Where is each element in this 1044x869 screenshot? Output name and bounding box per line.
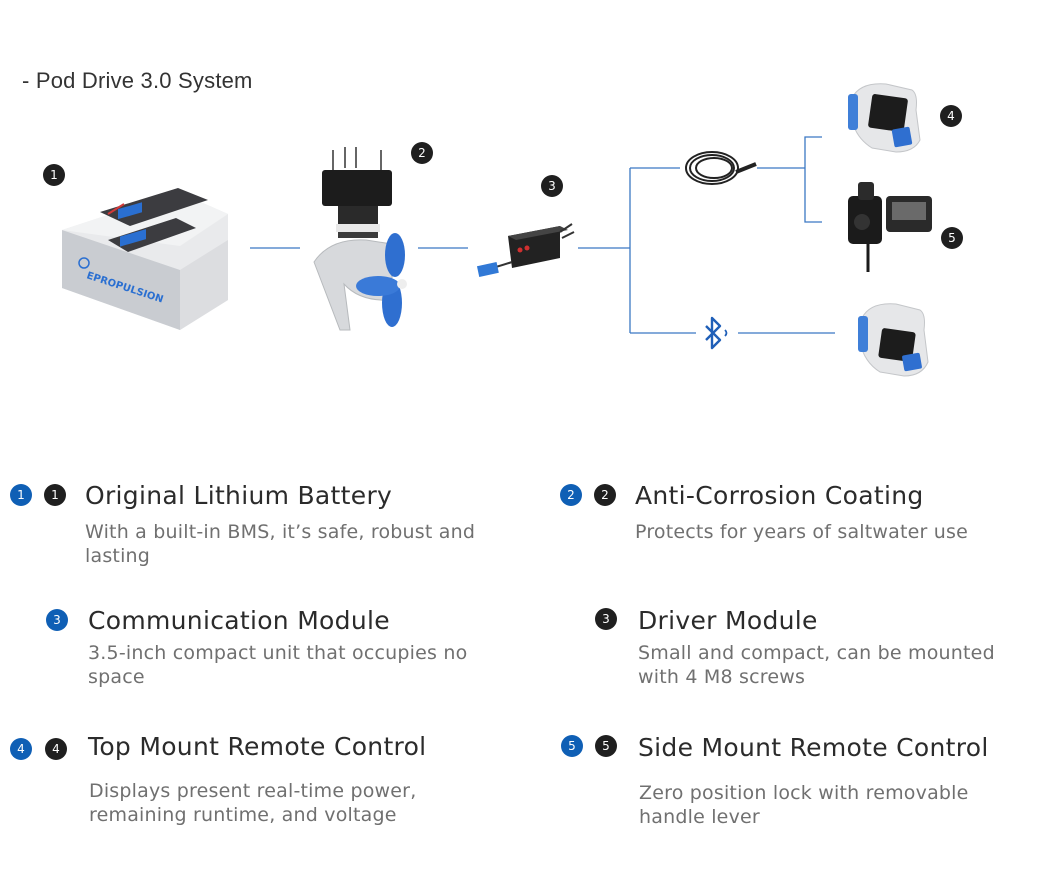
- feature-blue-badge: 2: [560, 484, 582, 506]
- connector-lines: [250, 136, 835, 334]
- feature-title: Side Mount Remote Control: [638, 733, 989, 762]
- feature-title: Top Mount Remote Control: [88, 732, 427, 761]
- feature-title: Driver Module: [638, 606, 818, 635]
- badge-3: 3: [541, 175, 563, 197]
- cable-icon: [685, 151, 757, 185]
- pod-drive-motor-image: [313, 147, 407, 331]
- feature-title: Communication Module: [88, 606, 390, 635]
- page-title: - Pod Drive 3.0 System: [22, 68, 253, 93]
- feature-dark-badge: 5: [595, 735, 617, 757]
- wireless-remote-image: [858, 303, 929, 377]
- feature-description: Displays present real-time power, remain…: [89, 780, 417, 826]
- badge-4: 4: [940, 105, 962, 127]
- feature-title: Original Lithium Battery: [85, 481, 393, 510]
- feature-blue-badge: 5: [561, 735, 583, 757]
- feature-blue-badge: 4: [10, 738, 32, 760]
- feature-dark-badge: 1: [44, 484, 66, 506]
- driver-module-image: [476, 223, 575, 277]
- bluetooth-icon: [705, 316, 728, 350]
- badge-1: 1: [43, 164, 65, 186]
- feature-description: Small and compact, can be mounted with 4…: [638, 642, 995, 688]
- feature-description: Zero position lock with removable handle…: [639, 782, 969, 828]
- feature-description: 3.5-inch compact unit that occupies no s…: [88, 642, 468, 688]
- side-mount-remote-image: [848, 182, 932, 272]
- badge-5: 5: [941, 227, 963, 249]
- feature-dark-badge: 3: [595, 608, 617, 630]
- battery-image: EPROPULSION: [62, 188, 228, 330]
- top-mount-remote-image: [848, 83, 921, 153]
- feature-title: Anti-Corrosion Coating: [635, 481, 924, 510]
- feature-description: With a built-in BMS, it’s safe, robust a…: [85, 521, 476, 567]
- badge-2: 2: [411, 142, 433, 164]
- feature-blue-badge: 3: [46, 609, 68, 631]
- system-diagram: EPROPULSION: [62, 83, 932, 377]
- feature-dark-badge: 2: [594, 484, 616, 506]
- feature-blue-badge: 1: [10, 484, 32, 506]
- feature-description: Protects for years of saltwater use: [635, 521, 969, 543]
- feature-dark-badge: 4: [45, 738, 67, 760]
